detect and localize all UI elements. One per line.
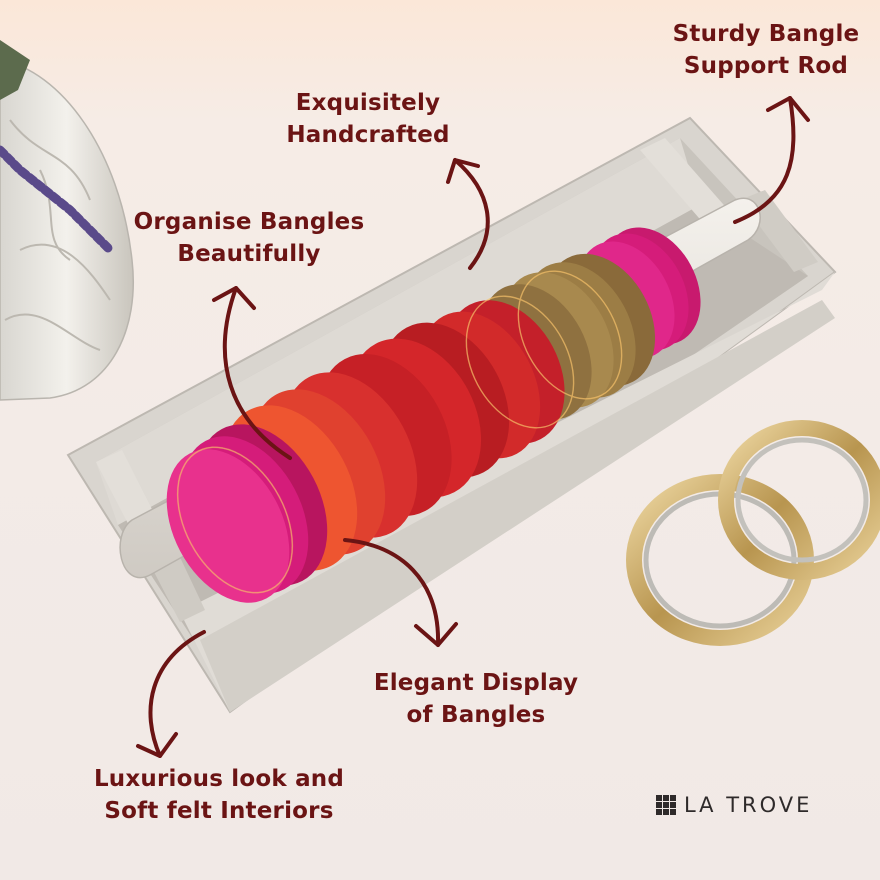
brand-name: LA TROVE <box>684 793 813 817</box>
label-support-rod-line1: Sturdy Bangle <box>672 21 860 47</box>
label-organise-line2: Beautifully <box>177 241 321 267</box>
label-interiors: Luxurious look and Soft felt Interiors <box>78 763 360 827</box>
label-organise: Organise Bangles Beautifully <box>118 206 380 270</box>
label-interiors-line1: Luxurious look and <box>93 766 345 792</box>
arrow-support-rod <box>733 96 796 224</box>
arrow-interiors <box>148 630 206 758</box>
label-display: Elegant Display of Bangles <box>360 667 592 731</box>
label-support-rod-line2: Support Rod <box>683 53 849 79</box>
decorative-vase <box>0 40 134 401</box>
bangle-stack <box>166 227 701 603</box>
brand-logo: LA TROVE <box>656 791 812 819</box>
label-support-rod: Sturdy Bangle Support Rod <box>660 18 872 82</box>
label-display-line2: of Bangles <box>406 702 546 728</box>
label-handcrafted-line2: Handcrafted <box>286 122 450 148</box>
label-organise-line1: Organise Bangles <box>133 209 365 235</box>
label-display-line1: Elegant Display <box>373 670 579 696</box>
grid-square-icon <box>656 795 676 815</box>
loose-bangles <box>626 420 880 646</box>
arrow-organise <box>222 286 292 460</box>
arrow-display <box>343 538 441 647</box>
callout-arrows <box>136 96 810 758</box>
label-handcrafted: Exquisitely Handcrafted <box>262 87 474 151</box>
arrow-handcrafted <box>453 158 490 270</box>
label-interiors-line2: Soft felt Interiors <box>104 798 334 824</box>
label-handcrafted-line1: Exquisitely <box>295 90 441 116</box>
